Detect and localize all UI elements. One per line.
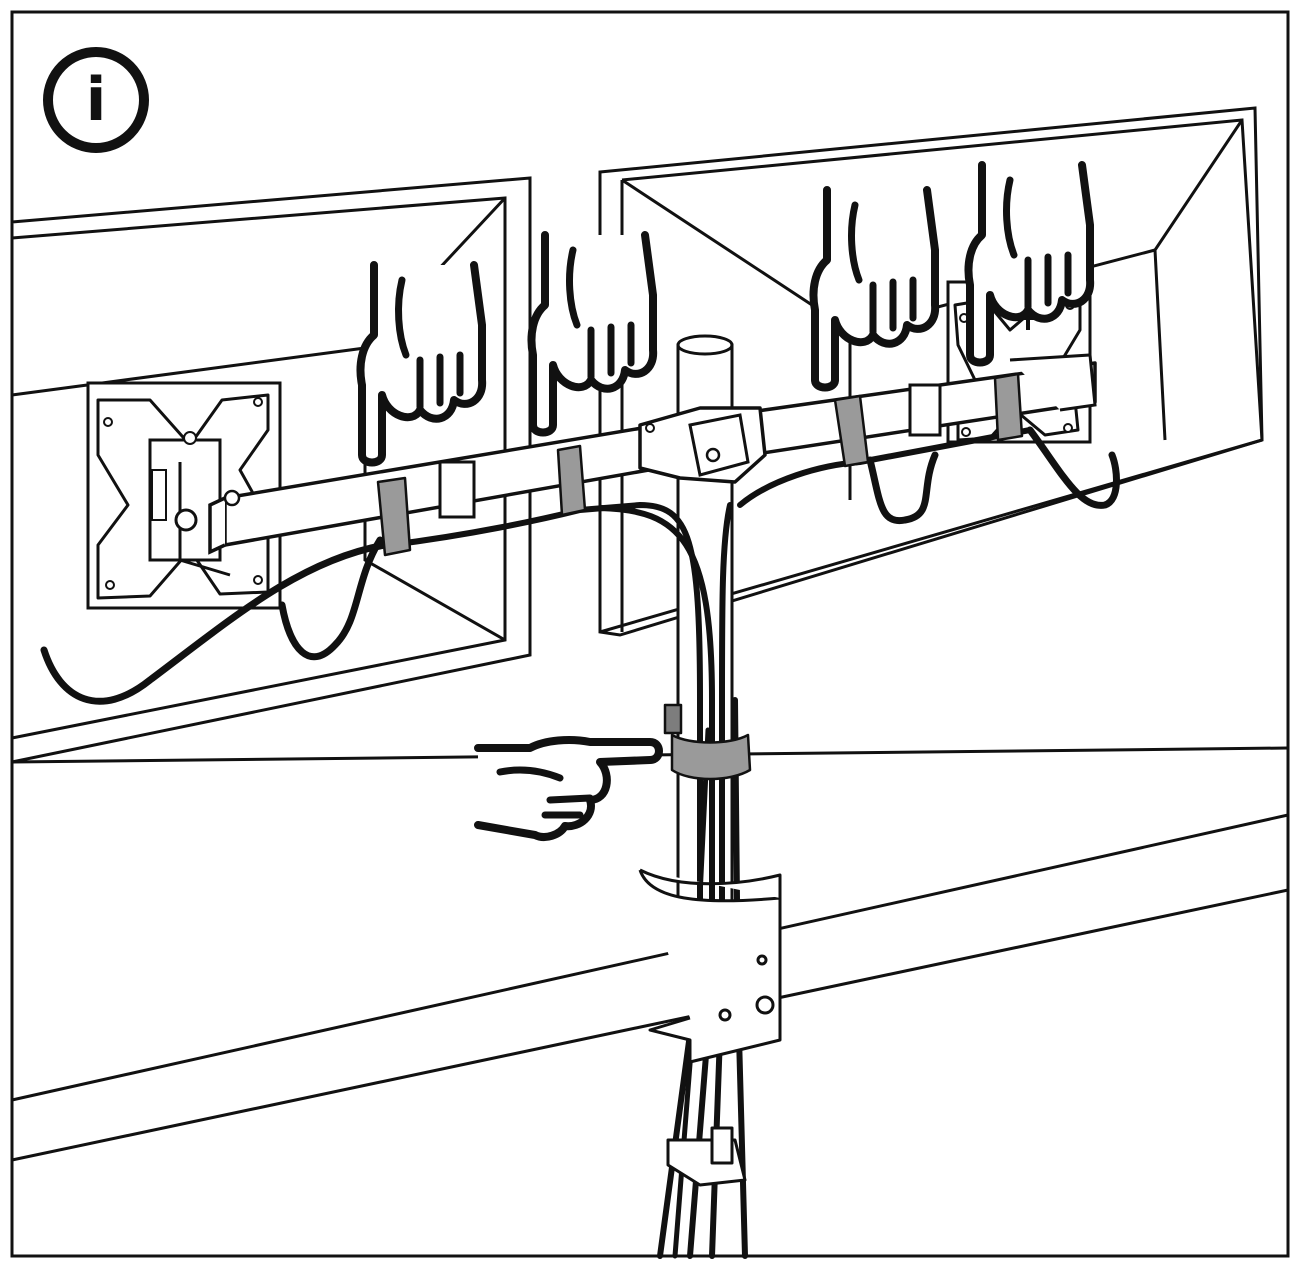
info-symbol: i [85, 65, 107, 135]
desk-clamp [638, 868, 782, 1187]
left-vesa-plate [86, 381, 282, 610]
hanging-cables [40, 426, 1120, 705]
cable-straps [376, 372, 1024, 781]
info-icon [43, 47, 149, 153]
pointing-hand-icon [474, 736, 663, 841]
